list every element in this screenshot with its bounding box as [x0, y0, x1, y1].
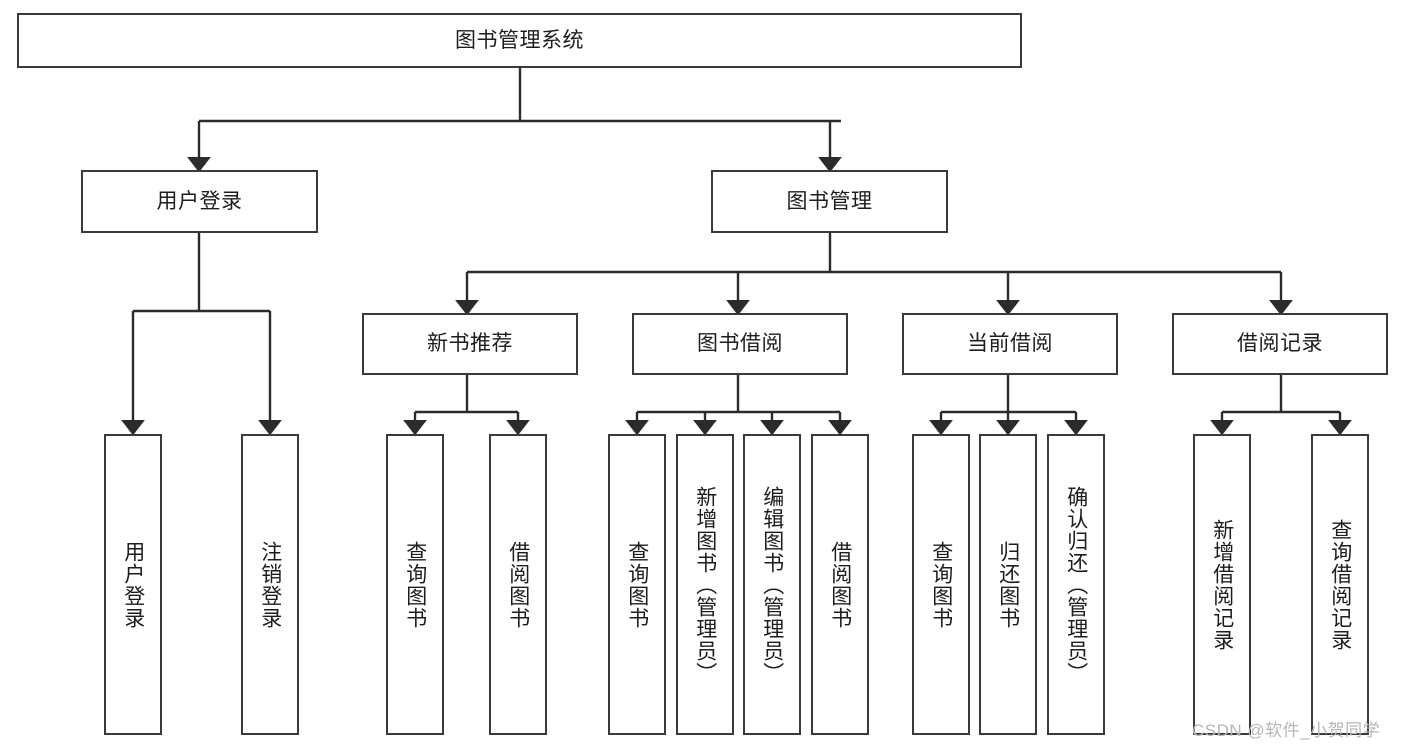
leaf-query-book-recommend-label: 查询图书 [403, 540, 427, 629]
leaf-query-book-borrow-label: 查询图书 [625, 540, 649, 629]
leaf-add-book-admin[interactable]: 新增图书（管理员） [676, 434, 734, 735]
node-book-borrow[interactable]: 图书借阅 [632, 313, 848, 375]
leaf-borrow-book-recommend-label: 借阅图书 [506, 540, 530, 629]
leaf-user-login-label: 用户登录 [121, 540, 145, 629]
node-root-label: 图书管理系统 [455, 28, 584, 52]
node-borrow-records-label: 借阅记录 [1237, 332, 1323, 356]
node-new-book-recommend[interactable]: 新书推荐 [362, 313, 578, 375]
leaf-borrow-book-label: 借阅图书 [828, 540, 852, 629]
node-user-login[interactable]: 用户登录 [81, 170, 318, 233]
leaf-logout[interactable]: 注销登录 [241, 434, 299, 735]
csdn-watermark: CSDN @软件_小贺同学 [1192, 721, 1381, 740]
node-current-borrow[interactable]: 当前借阅 [902, 313, 1118, 375]
leaf-edit-book-admin-label: 编辑图书（管理员） [760, 485, 784, 684]
node-root[interactable]: 图书管理系统 [17, 13, 1022, 68]
node-current-borrow-label: 当前借阅 [967, 332, 1053, 356]
leaf-query-book-current[interactable]: 查询图书 [912, 434, 970, 735]
leaf-borrow-book[interactable]: 借阅图书 [811, 434, 869, 735]
node-book-borrow-label: 图书借阅 [697, 332, 783, 356]
leaf-return-book-label: 归还图书 [996, 540, 1020, 629]
leaf-confirm-return-admin[interactable]: 确认归还（管理员） [1047, 434, 1105, 735]
node-book-management-label: 图书管理 [786, 189, 873, 213]
node-borrow-records[interactable]: 借阅记录 [1172, 313, 1388, 375]
leaf-user-login[interactable]: 用户登录 [104, 434, 162, 735]
leaf-query-borrow-record[interactable]: 查询借阅记录 [1311, 434, 1369, 735]
node-user-login-label: 用户登录 [156, 189, 243, 213]
leaf-query-borrow-record-label: 查询借阅记录 [1328, 518, 1352, 651]
node-book-management[interactable]: 图书管理 [711, 170, 948, 233]
leaf-query-book-recommend[interactable]: 查询图书 [386, 434, 444, 735]
leaf-add-borrow-record-label: 新增借阅记录 [1210, 518, 1234, 651]
leaf-query-book-current-label: 查询图书 [929, 540, 953, 629]
leaf-add-borrow-record[interactable]: 新增借阅记录 [1193, 434, 1251, 735]
leaf-confirm-return-admin-label: 确认归还（管理员） [1064, 485, 1088, 684]
leaf-borrow-book-recommend[interactable]: 借阅图书 [489, 434, 547, 735]
leaf-return-book[interactable]: 归还图书 [979, 434, 1037, 735]
node-new-book-recommend-label: 新书推荐 [427, 332, 513, 356]
leaf-query-book-borrow[interactable]: 查询图书 [608, 434, 666, 735]
leaf-edit-book-admin[interactable]: 编辑图书（管理员） [743, 434, 801, 735]
leaf-logout-label: 注销登录 [258, 540, 282, 629]
leaf-add-book-admin-label: 新增图书（管理员） [693, 485, 717, 684]
